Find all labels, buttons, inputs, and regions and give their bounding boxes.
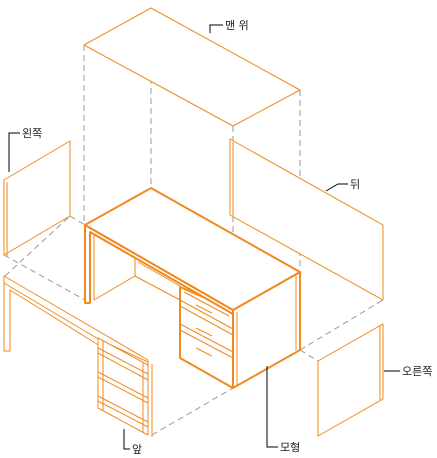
model-desk [84,187,301,389]
front-piece [3,275,153,437]
leader-left [8,132,20,172]
label-model: 모형 [280,441,300,454]
leader-model [266,366,278,448]
label-right: 오른쪽 [402,365,432,378]
label-left: 왼쪽 [22,126,42,140]
label-top: 맨 위 [225,19,249,32]
label-back: 뒤 [350,178,360,191]
back-panel [229,138,384,301]
leader-front [123,429,130,450]
leader-back [325,183,348,192]
right-panel [317,323,384,437]
leader-lines [8,24,400,450]
label-front: 앞 [132,443,142,456]
leader-top [209,24,223,33]
top-panel [83,7,301,127]
left-panel [3,140,71,256]
